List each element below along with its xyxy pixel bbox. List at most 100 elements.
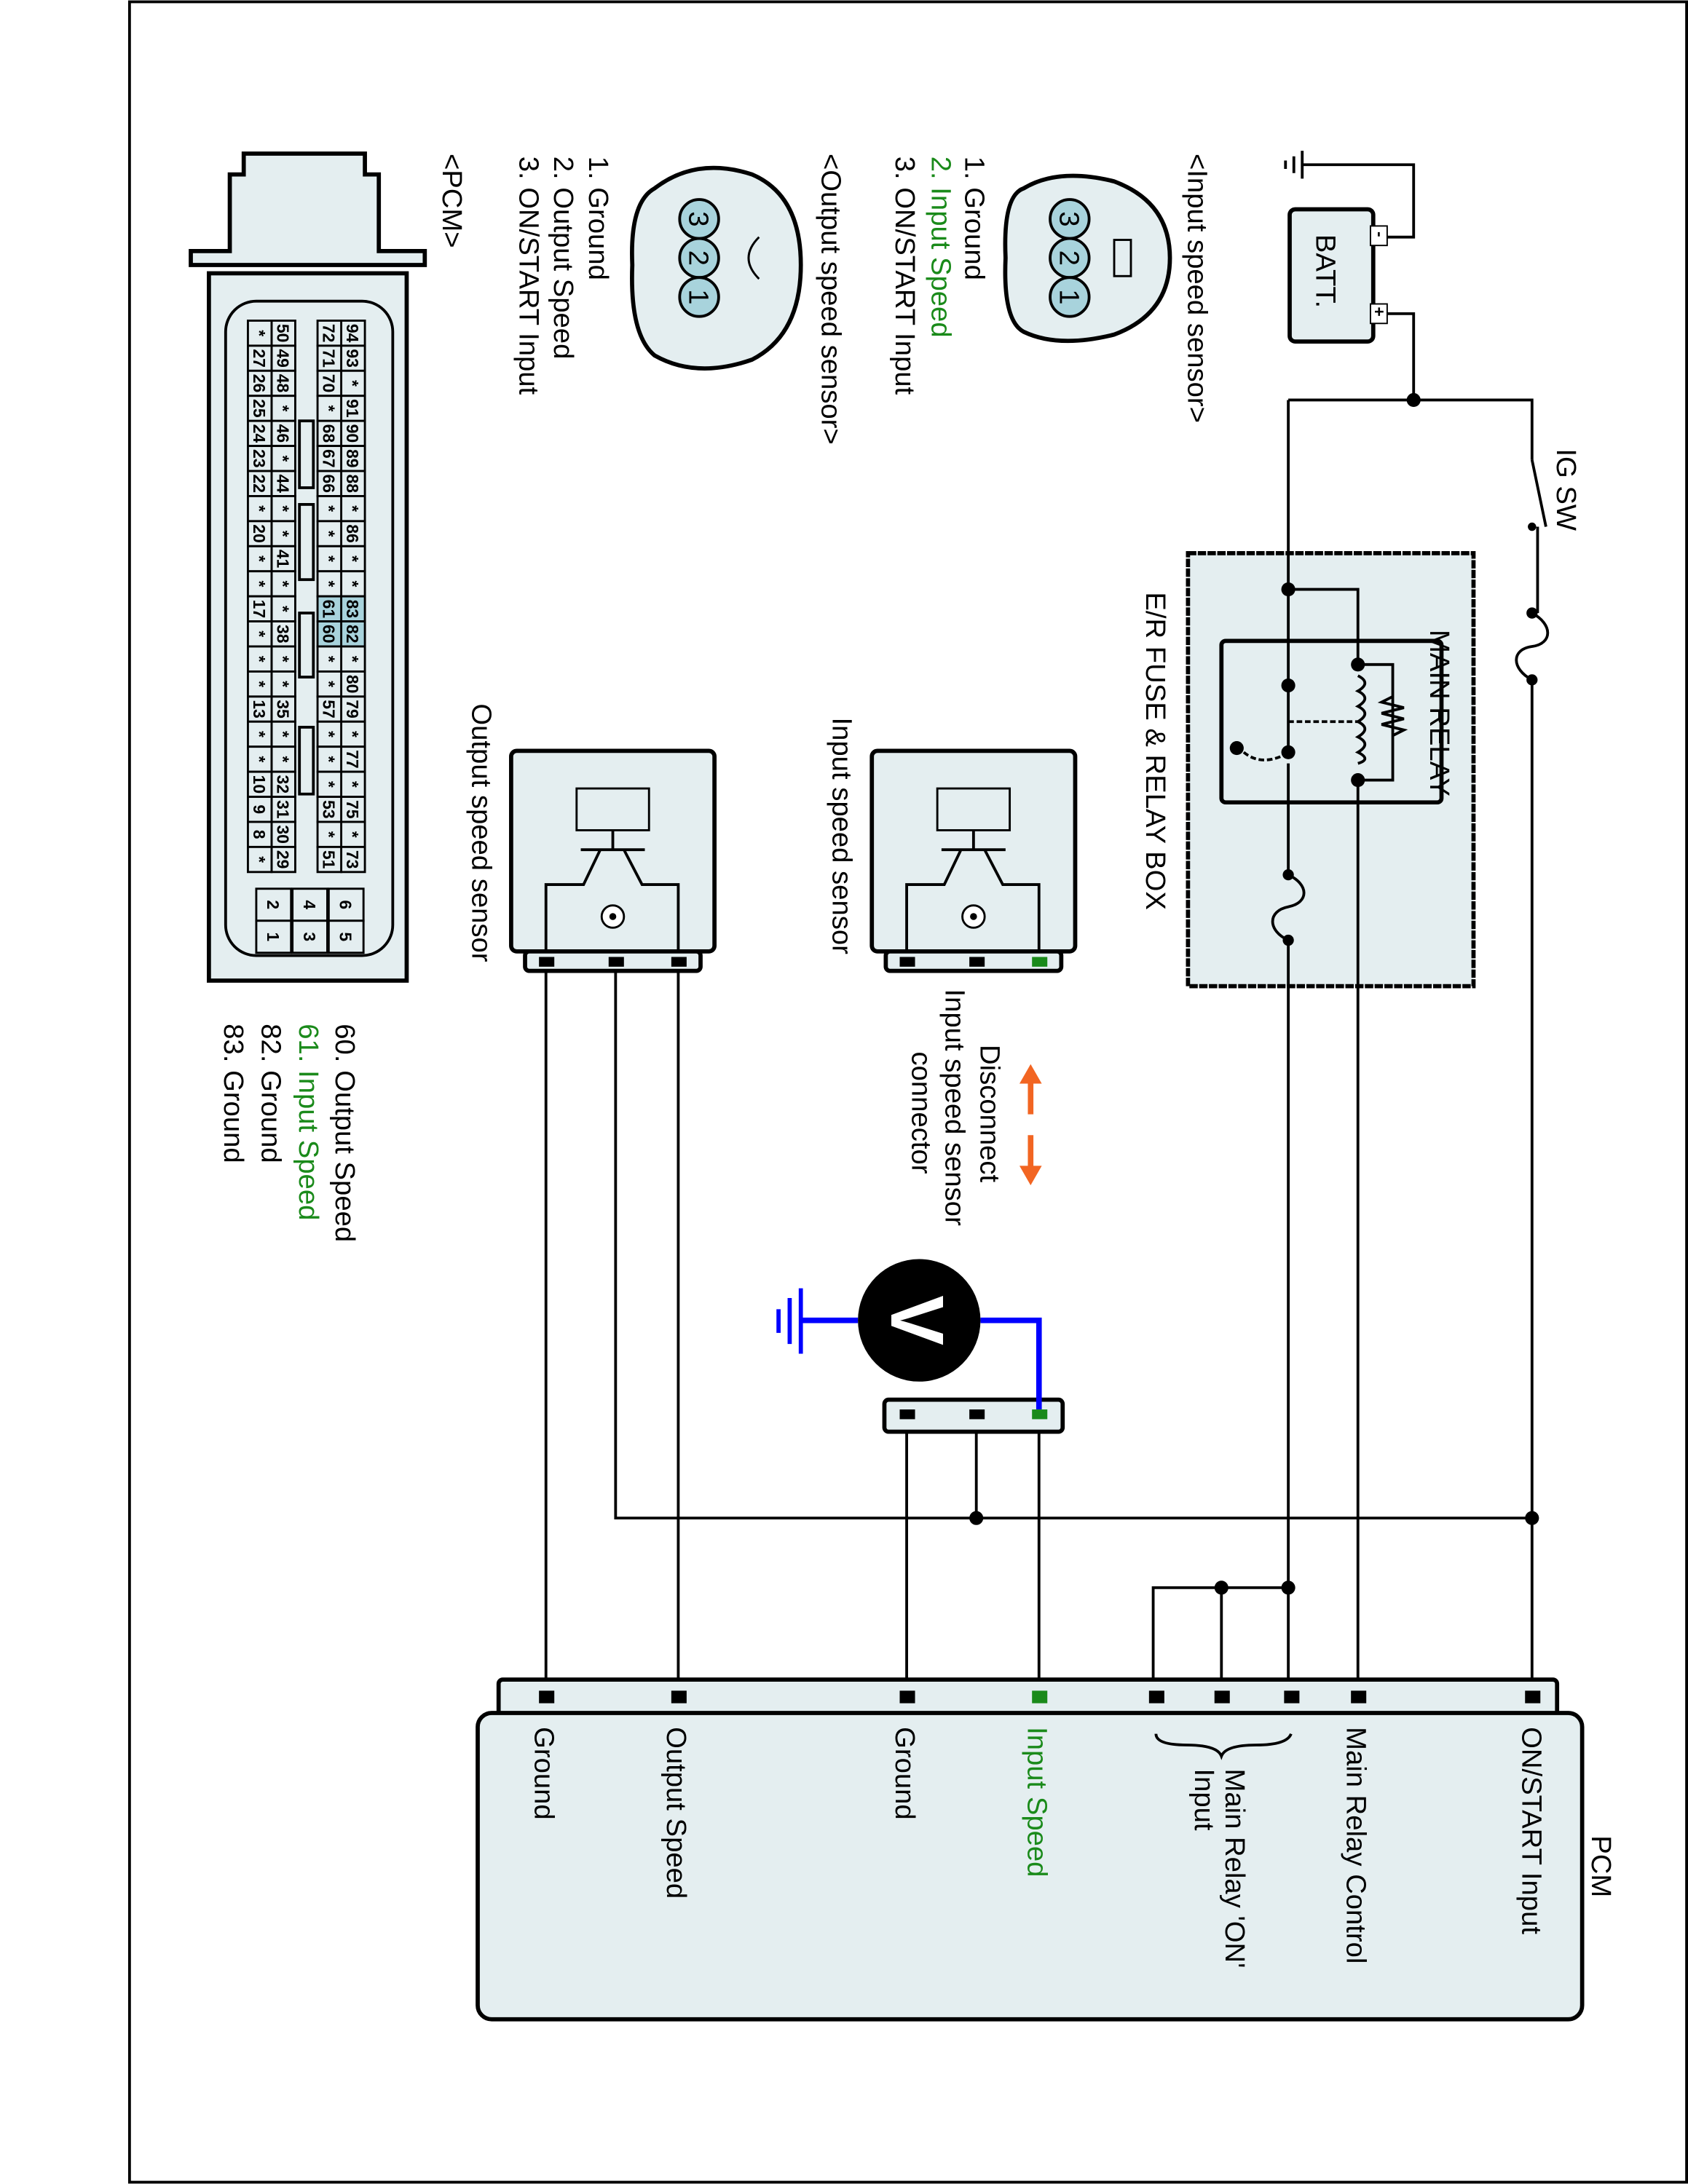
connector-pin-label: 30 bbox=[274, 825, 293, 844]
output-speed-sensor: Output speed sensor bbox=[465, 703, 717, 973]
svg-text:82. Ground: 82. Ground bbox=[256, 1024, 287, 1163]
connector-pin-label: 82 bbox=[343, 625, 362, 644]
relay-coil-icon bbox=[1354, 674, 1367, 765]
pin-circle bbox=[678, 276, 720, 318]
connector-cell bbox=[246, 645, 273, 673]
input-sensor-label: Input speed sensor bbox=[827, 718, 858, 955]
connector-pin-label: 38 bbox=[274, 625, 293, 644]
connector-pin-label: * bbox=[343, 580, 362, 587]
connector-pin-label: 9 bbox=[250, 804, 269, 814]
pin-number: 1 bbox=[1053, 289, 1084, 304]
connector-pin-label: * bbox=[343, 555, 362, 562]
connector-pin-label: 24 bbox=[250, 424, 269, 443]
connector-pin-label: 60 bbox=[320, 625, 339, 644]
svg-text:3. ON/START Input: 3. ON/START Input bbox=[513, 157, 544, 395]
connector-cell bbox=[270, 470, 296, 497]
fuse-icon bbox=[1515, 607, 1550, 686]
svg-text:1. Ground: 1. Ground bbox=[958, 157, 990, 280]
aux-connector-cell bbox=[327, 919, 365, 954]
connector-cell bbox=[316, 845, 343, 874]
connector-pin-label: 26 bbox=[250, 374, 269, 393]
svg-text:1. Ground: 1. Ground bbox=[583, 157, 614, 280]
connector-pin-label: * bbox=[320, 405, 339, 411]
connector-cell bbox=[340, 445, 366, 472]
battery: - + BATT. bbox=[1284, 151, 1416, 400]
connector-pin-label: 29 bbox=[274, 850, 293, 869]
connector-pin-label: * bbox=[274, 505, 293, 512]
connector-pin-label: * bbox=[250, 555, 269, 562]
connector-cell bbox=[316, 770, 343, 798]
pcm-pin-main-relay-on-2: Input bbox=[1188, 1768, 1220, 1830]
connector-cell bbox=[270, 344, 296, 372]
aux-pin-label: 4 bbox=[300, 900, 319, 909]
pin-number: 3 bbox=[683, 211, 714, 226]
connector-pin-label: * bbox=[320, 580, 339, 587]
connector-key bbox=[298, 419, 315, 489]
connector-pin-label: * bbox=[343, 656, 362, 662]
output-sensor-label: Output speed sensor bbox=[465, 703, 497, 962]
pcm-pin-main-relay-on: Main Relay 'ON' bbox=[1219, 1768, 1250, 1968]
connector-pin-label: * bbox=[320, 781, 339, 788]
connector-pin-label: 79 bbox=[343, 700, 362, 719]
connector-pin-label: 75 bbox=[343, 800, 362, 819]
connector-pin-label: 50 bbox=[274, 324, 293, 343]
pcm-pin-ground: Ground bbox=[889, 1727, 920, 1820]
connector-pin-label: * bbox=[343, 731, 362, 737]
connector-pin-label: 23 bbox=[250, 449, 269, 468]
connector-pin-label: 25 bbox=[250, 399, 269, 418]
connector-pin-label: * bbox=[320, 531, 339, 537]
connector-pin-label: 90 bbox=[343, 424, 362, 443]
connector-pin-label: 8 bbox=[250, 830, 269, 839]
connector-pin-label: * bbox=[343, 781, 362, 788]
pcm-pin-on-start: ON/START Input bbox=[1515, 1727, 1547, 1934]
connector-pin-label: 61 bbox=[320, 600, 339, 619]
legend-input-sensor: <Input speed sensor> 321 1. Ground 2. In… bbox=[889, 154, 1213, 423]
connector-pin-label: 20 bbox=[250, 524, 269, 543]
connector-pin-label: 41 bbox=[274, 550, 293, 569]
svg-text:61. Input Speed: 61. Input Speed bbox=[293, 1024, 324, 1220]
connector-cell bbox=[316, 570, 343, 598]
connector-pin-label: * bbox=[274, 731, 293, 737]
connector-pin-label: 70 bbox=[320, 374, 339, 393]
aux-connector-cell bbox=[255, 887, 293, 922]
resistor-icon bbox=[1377, 695, 1408, 737]
voltmeter-icon: V bbox=[858, 1259, 981, 1382]
connector-cell bbox=[246, 570, 273, 598]
connector-cell bbox=[246, 695, 273, 723]
connector-cell bbox=[340, 620, 366, 648]
pin-number: 2 bbox=[683, 250, 714, 266]
connector-pin-label: 35 bbox=[274, 700, 293, 719]
aux-connector-cell bbox=[327, 887, 365, 922]
connector-pin-label: * bbox=[320, 505, 339, 512]
connector-cell bbox=[246, 419, 273, 448]
connector-cell bbox=[316, 369, 343, 397]
connector-pin-label: 94 bbox=[343, 324, 362, 343]
connector-pin-label: * bbox=[320, 555, 339, 562]
connector-pin-label: * bbox=[274, 405, 293, 411]
connector-pin-label: * bbox=[250, 580, 269, 587]
svg-text:<Output speed sensor>: <Output speed sensor> bbox=[815, 154, 846, 445]
pcm-title: PCM bbox=[1585, 1835, 1617, 1897]
connector-pin-label: * bbox=[250, 731, 269, 737]
svg-text:<PCM>: <PCM> bbox=[436, 154, 468, 248]
connector-pin-label: 73 bbox=[343, 850, 362, 869]
pcm-module: PCM ON/START Input Main Relay Control Ma… bbox=[476, 1677, 1617, 2022]
pin-number: 3 bbox=[1053, 211, 1084, 226]
aux-connector-cell bbox=[291, 887, 328, 922]
connector-cell bbox=[316, 445, 343, 472]
connector-key bbox=[298, 726, 315, 796]
svg-text:V: V bbox=[875, 1295, 959, 1345]
ig-sw-label: IG SW bbox=[1550, 448, 1582, 531]
connector-pin-label: * bbox=[320, 756, 339, 762]
input-speed-sensor: Input speed sensor bbox=[827, 718, 1078, 973]
svg-text:83. Ground: 83. Ground bbox=[218, 1024, 249, 1163]
connector-pin-label: 27 bbox=[250, 349, 269, 368]
connector-cell bbox=[316, 320, 343, 347]
battery-label: BATT. bbox=[1309, 234, 1341, 308]
connector-pin-label: 72 bbox=[320, 324, 339, 343]
connector-cell bbox=[340, 520, 366, 547]
main-relay-label: MAIN RELAY bbox=[1424, 630, 1455, 796]
relay-box: MAIN RELAY E/R FUSE & RELAY BOX bbox=[1140, 400, 1476, 1697]
connector-pin-label: 80 bbox=[343, 675, 362, 694]
connector-pin-label: * bbox=[250, 681, 269, 687]
